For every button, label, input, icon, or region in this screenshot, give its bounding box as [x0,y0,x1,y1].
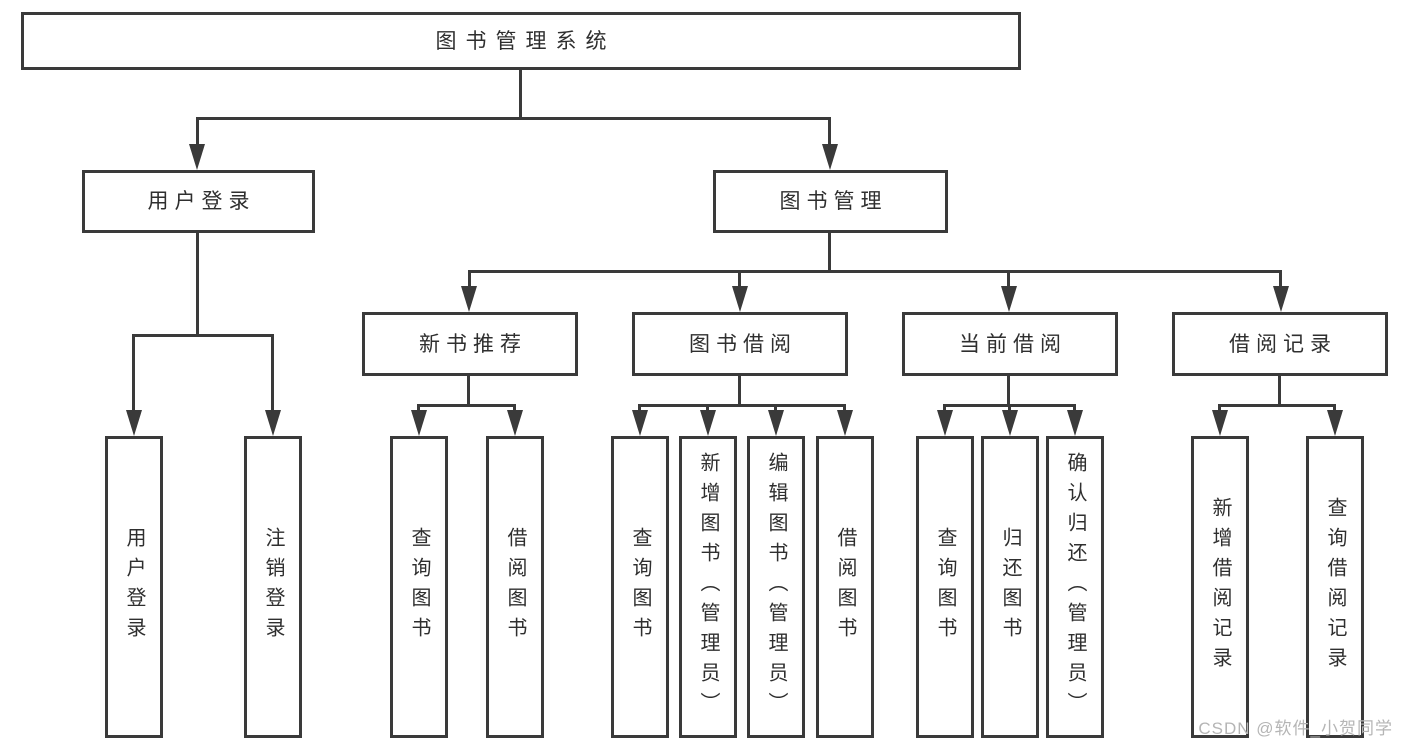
arrowhead-new-book-rec [461,286,477,312]
leaf-borrow-edit-book: 编辑图书（管理员） [747,436,805,738]
connector-group0-stub [467,376,470,407]
leaf-current-query-book: 查询图书 [916,436,974,738]
arrowhead-g1-c3 [837,410,853,436]
leaf-user-login-label: 用户登录 [123,527,145,647]
connector-stem-g1-c1 [706,404,709,412]
connector-group3-hline [1218,404,1336,407]
leaf-newrec-borrow-book: 借阅图书 [486,436,544,738]
connector-stem-g2-c1 [1008,404,1011,412]
node-current-borrow-label: 当前借阅 [959,332,1067,356]
leaf-newrec-query-book-label: 查询图书 [408,527,430,647]
arrowhead-g1-c2 [768,410,784,436]
connector-root-stub [519,69,522,120]
connector-stem-g3-c1 [1333,404,1336,412]
node-borrow-record: 借阅记录 [1172,312,1388,376]
connector-stem-new-book-rec [468,270,471,287]
node-borrow-record-label: 借阅记录 [1229,332,1337,356]
node-root: 图书管理系统 [21,12,1021,70]
connector-stem-user-login [196,117,199,145]
connector-stem-current-borrow [1007,270,1010,287]
leaf-record-query-record: 查询借阅记录 [1306,436,1364,738]
node-current-borrow: 当前借阅 [902,312,1118,376]
arrowhead-g2-c0 [937,410,953,436]
arrowhead-g0-c1 [507,410,523,436]
connector-stem-leaf-logout [271,334,274,412]
leaf-current-query-book-label: 查询图书 [934,527,956,647]
connector-stem-g1-c2 [774,404,777,412]
leaf-borrow-query-book-label: 查询图书 [629,527,651,647]
arrowhead-g3-c1 [1327,410,1343,436]
leaf-borrow-add-book: 新增图书（管理员） [679,436,737,738]
leaf-newrec-query-book: 查询图书 [390,436,448,738]
arrowhead-user-login [189,144,205,170]
arrowhead-book-borrow [732,286,748,312]
connector-stem-g1-c0 [638,404,641,412]
arrowhead-current-borrow [1001,286,1017,312]
node-user-login-label: 用户登录 [147,190,256,213]
connector-stem-g2-c0 [943,404,946,412]
connector-stem-borrow-record [1279,270,1282,287]
node-book-borrow-label: 图书借阅 [689,332,797,356]
leaf-borrow-query-book: 查询图书 [611,436,669,738]
connector-group1-stub [738,376,741,407]
node-user-login: 用户登录 [82,170,315,233]
arrowhead-borrow-record [1273,286,1289,312]
node-book-mgmt: 图书管理 [713,170,948,233]
leaf-borrow-add-book-label: 新增图书（管理员） [697,452,719,722]
leaf-newrec-borrow-book-label: 借阅图书 [504,527,526,647]
connector-group2-stub [1007,376,1010,407]
leaf-borrow-borrow-book: 借阅图书 [816,436,874,738]
connector-user-login-stub [196,233,199,337]
connector-stem-g0-c0 [417,404,420,412]
connector-user-login-hline [133,334,274,337]
arrowhead-g1-c0 [632,410,648,436]
connector-stem-g1-c3 [843,404,846,412]
connector-stem-book-borrow [738,270,741,287]
connector-group1-hline [638,404,846,407]
leaf-logout: 注销登录 [244,436,302,738]
node-book-borrow: 图书借阅 [632,312,848,376]
leaf-user-login: 用户登录 [105,436,163,738]
connector-level3-hline [468,270,1282,273]
leaf-record-query-record-label: 查询借阅记录 [1324,497,1346,677]
node-new-book-rec-label: 新书推荐 [419,332,527,356]
arrowhead-g2-c2 [1067,410,1083,436]
arrowhead-leaf-user-login [126,410,142,436]
leaf-current-confirm-return: 确认归还（管理员） [1046,436,1104,738]
connector-level2-hline [196,117,831,120]
node-root-label: 图书管理系统 [435,29,616,53]
leaf-logout-label: 注销登录 [262,527,284,647]
leaf-current-return-book: 归还图书 [981,436,1039,738]
node-new-book-rec: 新书推荐 [362,312,578,376]
arrowhead-g1-c1 [700,410,716,436]
node-book-mgmt-label: 图书管理 [779,190,888,213]
arrowhead-leaf-logout [265,410,281,436]
connector-group3-stub [1278,376,1281,407]
arrowhead-g3-c0 [1212,410,1228,436]
connector-stem-g3-c0 [1218,404,1221,412]
connector-stem-book-mgmt [828,117,831,145]
arrowhead-g0-c0 [411,410,427,436]
arrowhead-g2-c1 [1002,410,1018,436]
connector-book-mgmt-stub [828,233,831,273]
connector-group0-hline [417,404,516,407]
leaf-record-add-record: 新增借阅记录 [1191,436,1249,738]
leaf-current-return-book-label: 归还图书 [999,527,1021,647]
leaf-borrow-edit-book-label: 编辑图书（管理员） [765,452,787,722]
connector-stem-g2-c2 [1073,404,1076,412]
leaf-borrow-borrow-book-label: 借阅图书 [834,527,856,647]
leaf-current-confirm-return-label: 确认归还（管理员） [1064,452,1086,722]
csdn-watermark: CSDN @软件_小贺同学 [1198,719,1393,738]
leaf-record-add-record-label: 新增借阅记录 [1209,497,1231,677]
connector-stem-leaf-user-login [132,334,135,412]
connector-stem-g0-c1 [513,404,516,412]
arrowhead-book-mgmt [822,144,838,170]
